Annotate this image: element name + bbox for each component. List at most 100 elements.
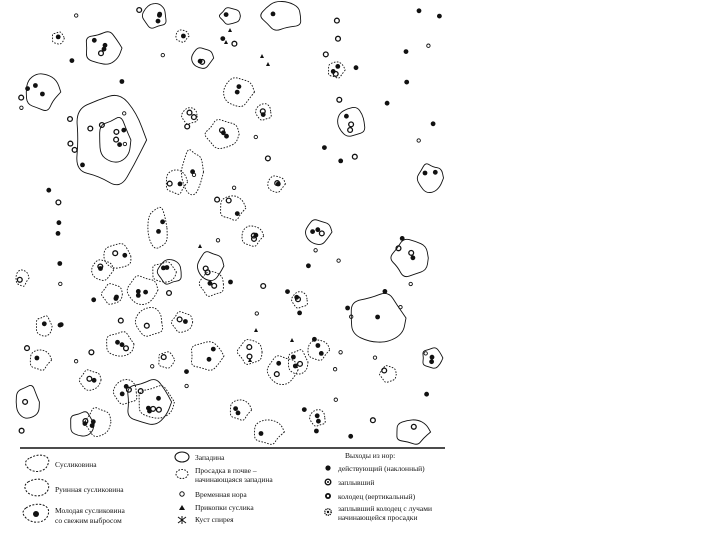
burrow-exit-active: [429, 359, 434, 365]
burrow-exit-active: [164, 265, 170, 270]
burrow-exit-silted: [190, 114, 197, 121]
suslikovina-outline: [29, 349, 53, 371]
burrow-exit-active: [258, 431, 264, 436]
burrow-exit-active: [348, 433, 354, 439]
prikopka-mark: [248, 358, 252, 362]
burrow-exit-silted: [332, 70, 339, 77]
zapadina-outline: [85, 31, 123, 65]
temporary-burrow: [184, 383, 189, 389]
suslikovina-outline: [266, 355, 299, 385]
burrow-exit-active: [157, 11, 163, 17]
burrow-exit-silted: [66, 115, 74, 123]
burrow-exit-silted: [211, 282, 218, 289]
burrow-exit-silted: [348, 121, 355, 128]
burrow-exit-silted: [176, 316, 183, 323]
burrow-exit-active: [220, 36, 226, 41]
burrow-exit-active: [121, 127, 127, 133]
burrow-exit-silted: [55, 199, 62, 206]
burrow-exit-silted: [18, 94, 25, 101]
legend-label-prosadka-2: начинающаяся западина: [195, 475, 273, 484]
zapadina-outline: [156, 259, 182, 285]
burrow-exit-active: [34, 355, 40, 361]
burrow-exit-active: [143, 289, 149, 295]
burrow-exit-active: [115, 339, 120, 345]
legend-symbol-kust: [177, 516, 187, 524]
burrow-exit-active: [235, 410, 241, 416]
zapadina-outline: [191, 47, 215, 69]
burrow-exit-silted: [260, 282, 267, 290]
zapadina-outline: [15, 385, 40, 419]
temporary-burrow: [426, 43, 431, 48]
temporary-burrow: [19, 105, 24, 110]
legend-label-zaplyvshiy-kolodets-1: заплывший колодец с лучами: [338, 504, 432, 513]
burrow-exit-silted: [23, 345, 31, 352]
legend-symbol-deystvuyushchiy: [325, 465, 331, 471]
burrow-exit-silted: [97, 50, 105, 57]
burrow-exit-silted: [296, 360, 304, 367]
prikopka-mark: [198, 244, 202, 248]
burrow-exit-silted: [82, 418, 89, 425]
burrow-exit-silted: [334, 35, 342, 42]
burrow-exit-active: [156, 395, 161, 401]
burrow-exit-silted: [155, 406, 162, 413]
burrow-exit-active: [322, 145, 327, 151]
prikopka-mark: [266, 62, 270, 66]
zapadina-outline: [390, 238, 429, 278]
burrow-exit-silted: [88, 349, 95, 356]
legend-label-vremennaya: Временная нора: [195, 490, 247, 499]
suslikovina-outline: [78, 369, 102, 391]
legend-label-molodaya-2: со свежим выбросом: [55, 516, 122, 525]
prikopka-mark: [254, 328, 258, 332]
burrow-exit-silted: [136, 6, 143, 14]
zapadina-outline: [25, 73, 62, 111]
burrow-exit-active: [206, 356, 212, 362]
prikopka-mark: [228, 28, 232, 32]
burrow-exit-active: [122, 252, 128, 258]
legend-symbol-molodaya-mound: [33, 511, 39, 517]
temporary-burrow: [191, 172, 197, 178]
suslikovina-outline: [379, 365, 397, 383]
prikopka-mark: [224, 40, 228, 44]
zapadina-outline: [99, 117, 132, 163]
burrow-exit-active: [429, 354, 435, 360]
burrow-exit-active: [314, 428, 319, 434]
burrow-exit-silted: [351, 153, 358, 160]
burrow-exit-active: [210, 346, 216, 352]
burrow-exit-active: [156, 229, 161, 234]
suslikovina-outline: [267, 175, 286, 193]
legend-symbol-suslikovina: [25, 454, 50, 472]
burrow-exit-active: [375, 314, 380, 320]
burrow-exit-silted: [202, 265, 209, 272]
suslikovina-outline: [328, 61, 346, 79]
burrow-exit-silted: [264, 155, 271, 162]
burrow-exit-silted: [381, 367, 388, 374]
burrow-exit-silted: [273, 371, 280, 378]
legend-item-molodaya: Молодая сусликовина со свежим выбросом: [22, 503, 126, 525]
burrow-exit-silted: [165, 289, 173, 297]
burrow-exit-silted: [408, 249, 415, 256]
burrow-exit-active: [353, 65, 359, 71]
burrow-exit-active: [119, 342, 125, 348]
suslikovina-outline: [147, 206, 168, 249]
legend-symbol-molodaya: [22, 503, 50, 523]
burrow-exit-active: [382, 289, 388, 294]
suslikovina-outline: [52, 31, 65, 45]
suslikovina-outline: [288, 349, 309, 375]
temporary-burrow: [215, 238, 221, 243]
legend-item-kust: Куст спирея: [177, 515, 234, 524]
burrow-exit-active: [91, 37, 97, 43]
burrow-exit-silted: [122, 345, 130, 352]
zapadina-outline: [305, 219, 333, 245]
burrow-exit-silted: [86, 375, 93, 382]
burrow-exit-silted: [369, 417, 376, 424]
burrow-exit-silted: [318, 230, 325, 237]
burrow-exit-active: [410, 255, 416, 261]
burrow-exit-active: [437, 13, 442, 19]
map-field: [15, 1, 444, 445]
zapadina-outline: [337, 106, 366, 137]
legend-item-zapadina: Западина: [174, 451, 225, 463]
burrow-exit-active: [403, 49, 409, 54]
burrow-exit-silted: [137, 388, 144, 395]
suslikovina-outline: [181, 107, 198, 125]
